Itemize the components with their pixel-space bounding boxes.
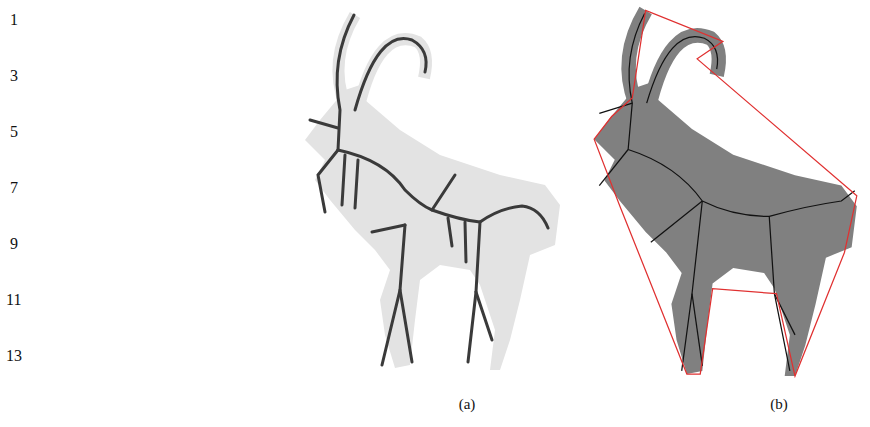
silhouette-b xyxy=(594,10,857,376)
line-number: 13 xyxy=(6,348,22,364)
panel-label: (a) xyxy=(459,397,476,412)
silhouette-a xyxy=(305,15,560,370)
line-number: 9 xyxy=(10,236,18,252)
skeleton-a xyxy=(310,15,548,365)
line-number: 7 xyxy=(10,180,18,196)
line-number: 11 xyxy=(6,292,21,308)
line-number: 1 xyxy=(10,12,18,28)
line-number: 5 xyxy=(10,124,18,140)
panel-label: (b) xyxy=(770,397,788,412)
line-number: 3 xyxy=(10,68,18,84)
